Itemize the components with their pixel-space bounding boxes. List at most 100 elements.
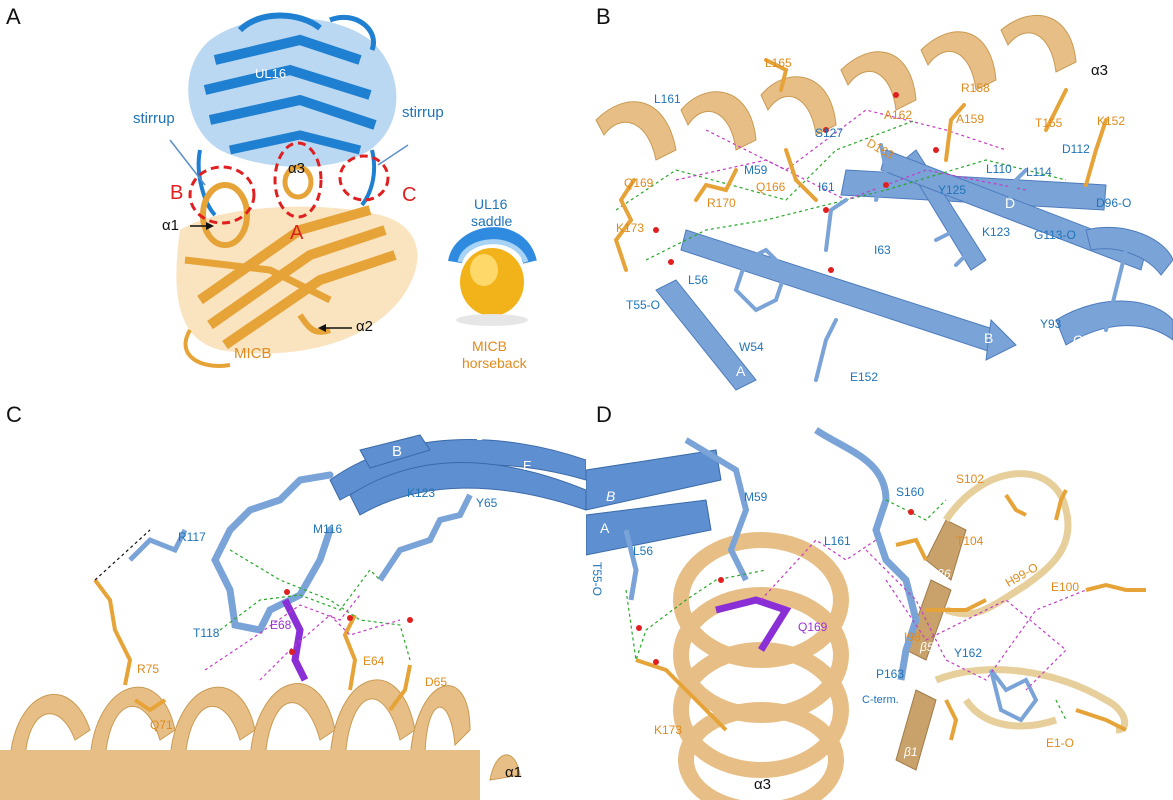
- q169-sidechain: [715, 596, 792, 652]
- panel-d-illustration: [586, 427, 1146, 800]
- panel-letter: D: [596, 402, 612, 427]
- residue-label: D65: [425, 675, 448, 689]
- site-c-circle: [338, 154, 390, 202]
- residue-label: Q166: [756, 180, 786, 194]
- residue-label: L161: [654, 92, 681, 106]
- right-beta-sheet: [895, 519, 967, 771]
- ul16-loop: [211, 471, 334, 634]
- legend-ul16-label: UL16: [474, 196, 508, 212]
- residue-label: K173: [616, 221, 645, 235]
- stirrup-right-arrow: [377, 144, 409, 166]
- site-c-label: C: [402, 184, 417, 206]
- alpha1-helix: [0, 679, 521, 800]
- stirrup-right-label: stirrup: [402, 104, 444, 121]
- strand-label: D: [476, 428, 486, 443]
- e68-sidechain: [281, 598, 309, 682]
- panel-c: C B D E K123 Y65 M116 R117 T118 E68 R75 …: [0, 400, 586, 800]
- panel-b: B α3 L161 M59 S127 L110 L114 D112 D96-O …: [586, 0, 1173, 400]
- site-a-label: A: [290, 222, 304, 244]
- alpha1-label: α1: [162, 217, 180, 234]
- strand-label: B: [606, 488, 616, 504]
- residue-label: C': [1073, 332, 1086, 348]
- residue-label: T155: [1035, 116, 1063, 130]
- panel-letter: C: [6, 402, 22, 427]
- residue-label: Q169: [624, 176, 654, 190]
- residue-label: I61: [818, 180, 835, 194]
- alpha2-label: α2: [356, 318, 374, 335]
- strand-label: E: [523, 458, 532, 473]
- residue-label: G113-O: [1034, 228, 1076, 242]
- beta-strands: [655, 149, 1173, 391]
- residue-label: Y65: [476, 496, 498, 510]
- residue-label: R170: [707, 196, 736, 210]
- strand-label: β5: [920, 640, 934, 654]
- residue-label: K123: [407, 486, 436, 500]
- residue-label: E152: [850, 370, 879, 384]
- residue-label: E100: [1051, 580, 1080, 594]
- legend-saddle-label: saddle: [471, 213, 513, 229]
- interaction-lines: [625, 499, 1087, 721]
- helix-label: α3: [754, 776, 772, 793]
- residue-label: L161: [824, 534, 851, 548]
- micb-loops: [934, 470, 1129, 734]
- water-molecules: [653, 92, 939, 273]
- residue-label: Y125: [938, 183, 967, 197]
- residue-label: M59: [744, 490, 768, 504]
- site-b-circle: [188, 165, 256, 225]
- residue-label: A159: [956, 112, 985, 126]
- residue-label: T118: [193, 626, 220, 640]
- residue-label: S160: [896, 485, 925, 499]
- strand-label: β1: [904, 745, 918, 759]
- residue-label: K123: [982, 225, 1011, 239]
- ul16-label: UL16: [255, 66, 287, 81]
- residue-label: Q71: [150, 718, 173, 732]
- residue-label: R117: [178, 530, 206, 544]
- panel-d: D B A T55-O L56 M59 L161 S160 Y162 P163 …: [586, 400, 1173, 800]
- strand-label: A: [600, 520, 610, 536]
- strand-label: β6: [937, 567, 951, 581]
- residue-label: L56: [688, 273, 709, 287]
- residue-label: W54: [739, 340, 764, 354]
- residue-label: S102: [956, 472, 985, 486]
- residue-label: K173: [654, 723, 683, 737]
- residue-label: C-term.: [862, 694, 899, 706]
- residue-label: M116: [313, 522, 343, 536]
- panel-c-illustration: [0, 434, 586, 800]
- residue-label: L110: [986, 162, 1012, 176]
- k123-y65-sidechains: [377, 493, 473, 582]
- residue-label: E64: [363, 654, 385, 668]
- residue-label: R158: [961, 81, 990, 95]
- residue-label: A162: [884, 108, 913, 122]
- strand-label: A: [736, 363, 746, 379]
- helix-label: α3: [1091, 62, 1109, 79]
- residue-label: L56: [633, 544, 654, 558]
- residue-label: S127: [815, 126, 844, 140]
- legend-horseback-label: horseback: [462, 355, 527, 371]
- residue-label: R75: [137, 662, 160, 676]
- residue-label: K152: [1097, 114, 1126, 128]
- strand-label: B: [984, 330, 994, 346]
- water-molecules: [636, 509, 914, 665]
- helix-label: α1: [505, 764, 523, 781]
- residue-label: E1-O: [1046, 736, 1075, 750]
- panel-letter: A: [6, 4, 21, 29]
- micb-sidechains: [93, 578, 412, 713]
- beta-sheet: [329, 434, 586, 516]
- residue-label: D112: [1062, 142, 1090, 156]
- residue-label: L114: [1026, 165, 1052, 179]
- site-b-label: B: [170, 182, 184, 204]
- residue-label: T104: [956, 534, 984, 548]
- residue-label: D96-O: [1096, 196, 1132, 210]
- panel-b-illustration: [595, 15, 1173, 391]
- residue-label: C'': [1124, 282, 1140, 298]
- alpha3-label: α3: [288, 160, 306, 177]
- ul16-ribbon: [188, 12, 397, 217]
- stirrup-left-arrow: [169, 139, 206, 186]
- water-molecules: [284, 589, 413, 655]
- site-a-circle: [273, 141, 323, 219]
- residue-label: Y162: [954, 646, 983, 660]
- strand-label: E: [1004, 262, 1014, 278]
- legend-micb-label: MICB: [472, 338, 507, 354]
- micb-label: MICB: [234, 345, 272, 362]
- interaction-lines: [94, 529, 411, 681]
